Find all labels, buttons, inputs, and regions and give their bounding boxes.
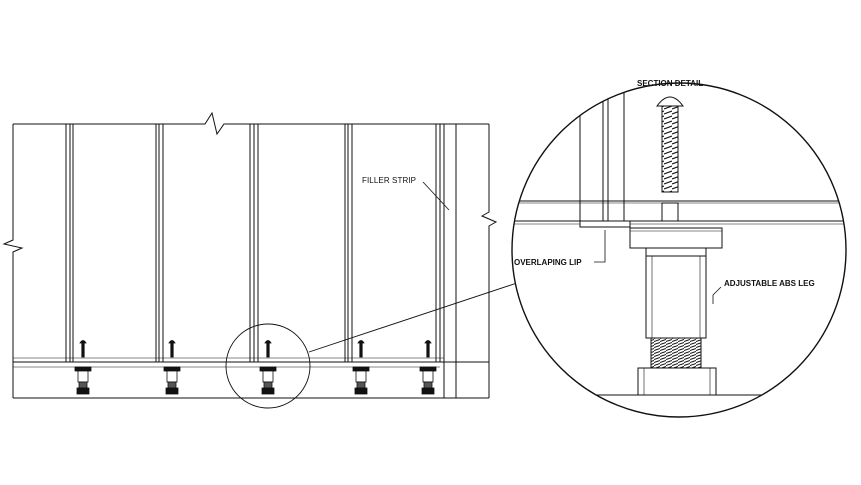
section-detail-view	[511, 82, 847, 418]
leveling-leg	[352, 340, 370, 395]
filler-strip-main	[443, 124, 457, 398]
leveling-leg	[74, 340, 92, 395]
panel-frame-2	[155, 124, 164, 362]
detail-leaders	[594, 230, 722, 304]
right-edge-with-break	[480, 124, 498, 398]
detail-callout-circle	[225, 281, 521, 409]
leveling-leg	[259, 340, 277, 395]
panel-frame-4	[344, 124, 353, 362]
left-edge-with-break	[2, 124, 24, 398]
panel-frames	[13, 124, 457, 398]
leveling-legs	[74, 340, 437, 395]
panel-frame-1	[65, 124, 74, 362]
leveling-leg	[419, 340, 437, 395]
abs-leg-assembly	[629, 227, 723, 396]
adjustable-leg-label: ADJUSTABLE ABS LEG	[724, 279, 815, 288]
top-edge-with-break	[13, 111, 489, 136]
panel-frame-5	[435, 124, 445, 362]
filler-strip-callout	[422, 181, 450, 211]
panel-frame-3	[249, 124, 259, 362]
leveling-leg	[163, 340, 181, 395]
overlapping-lip-label: OVERLAPING LIP	[514, 258, 582, 267]
filler-strip-label: FILLER STRIP	[362, 176, 416, 185]
screw-bolt	[656, 96, 684, 222]
section-detail-title: SECTION DETAIL	[637, 79, 703, 88]
